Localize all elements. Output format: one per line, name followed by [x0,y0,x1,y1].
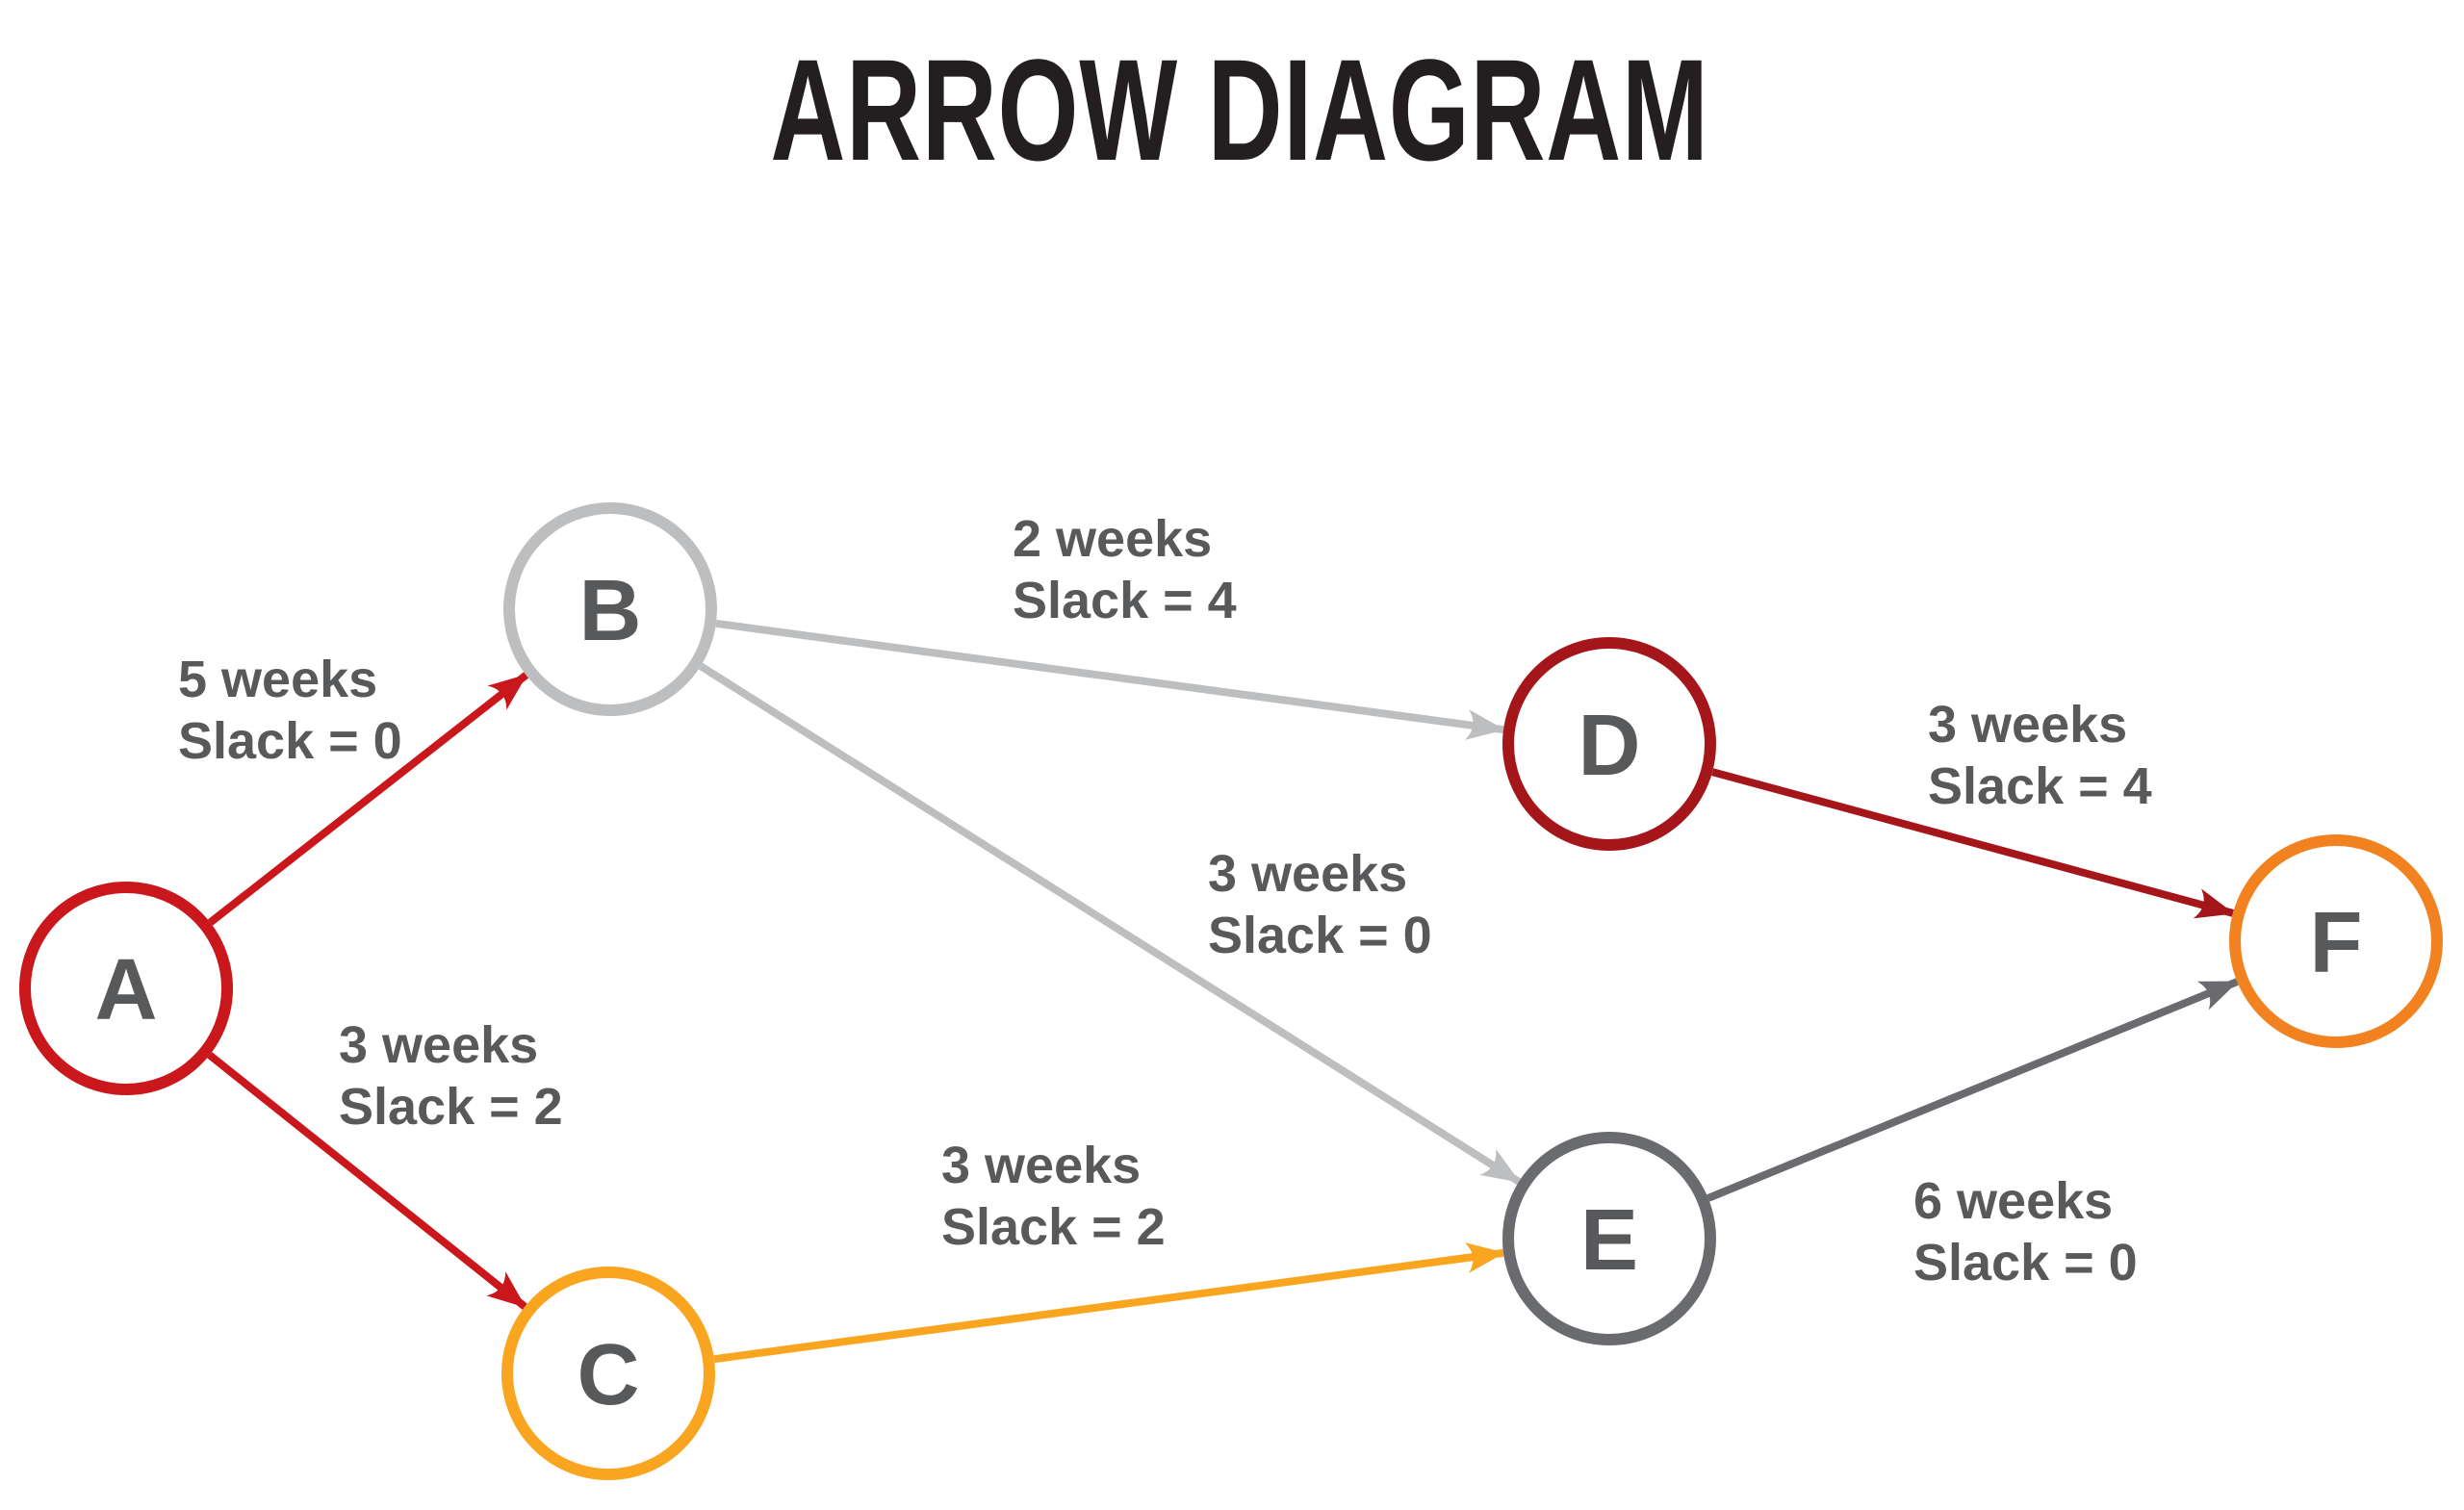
node-E: E [1502,1132,1716,1345]
node-B: B [503,502,717,716]
node-letter-F: F [2310,895,2363,991]
edge-C-E [713,1242,1505,1364]
edge-B-D [715,619,1505,740]
node-circle-B [503,502,717,716]
node-circle-C [501,1267,715,1480]
node-letter-B: B [579,563,642,659]
edge-E-F [1707,978,2239,1202]
node-letter-D: D [1578,698,1641,794]
node-letter-A: A [95,942,158,1038]
node-circle-F [2229,834,2443,1048]
node-C: C [501,1267,715,1480]
edge-B-E [698,662,1522,1186]
node-circle-D [1502,637,1716,851]
node-circle-A [19,882,233,1095]
edge-A-B [207,672,529,926]
node-circle-E [1502,1132,1716,1345]
node-F: F [2229,834,2443,1048]
edge-A-C [207,1052,527,1310]
node-letter-C: C [578,1327,640,1423]
node-D: D [1502,637,1716,851]
node-A: A [19,882,233,1095]
node-letter-E: E [1580,1192,1638,1289]
diagram-title: ARROW DIAGRAM [770,29,1709,191]
edge-D-F [1711,768,2235,919]
